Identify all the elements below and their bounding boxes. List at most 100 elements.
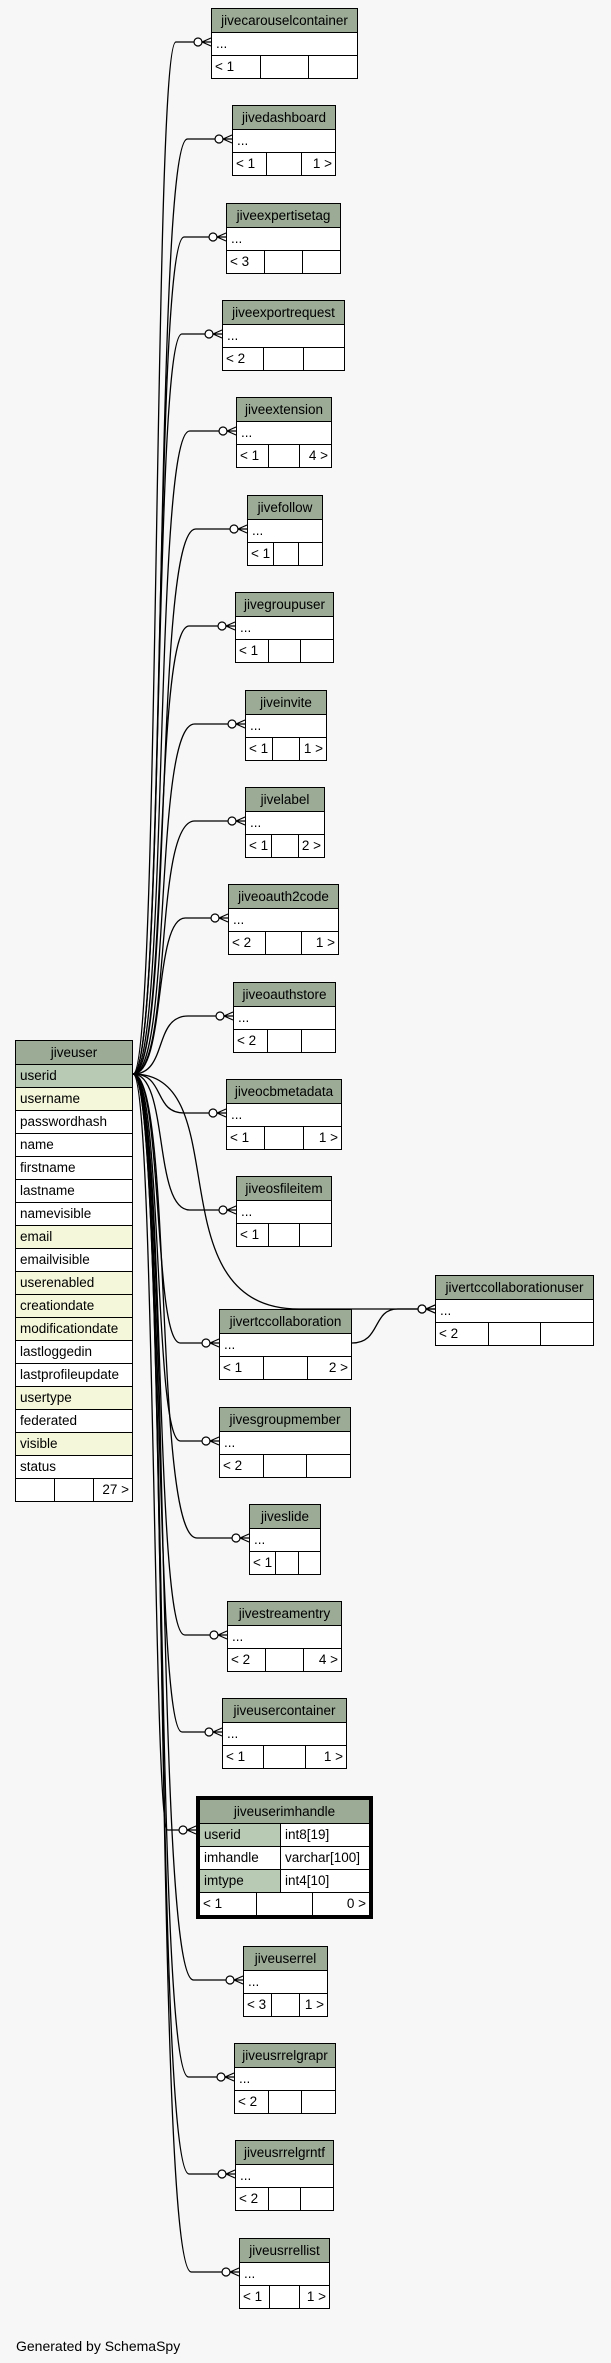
table-jiveextension[interactable]: jiveextension ... < 1 4 > [236,397,332,468]
rows-count [264,1746,306,1768]
rows-count [276,1552,299,1574]
optional-marker-jiveexportrequest [204,329,214,339]
table-jiveexpertisetag[interactable]: jiveexpertisetag ... < 3 [226,203,341,274]
relationship-line-jivelabel [132,820,235,1075]
column-lastprofileupdate: lastprofileupdate [16,1364,132,1387]
relationship-line-jivesgroupmember [132,1073,209,1442]
children-count: 1 > [303,741,323,756]
columns-ellipsis: ... [229,909,338,932]
children-count: 4 > [308,448,329,463]
table-jivelabel[interactable]: jivelabel ... < 1 2 > [245,787,325,858]
table-jiveslide[interactable]: jiveslide ... < 1 [249,1504,321,1575]
table-footer: 27 > [16,1479,132,1501]
table-jivedashboard[interactable]: jivedashboard ... < 1 1 > [232,105,336,176]
table-footer: < 2 [234,1030,335,1052]
table-jiveuserrel[interactable]: jiveuserrel ... < 3 1 > [243,1946,328,2017]
table-jivertccollaboration[interactable]: jivertccollaboration ... < 1 2 > [219,1309,352,1380]
columns-ellipsis: ... [228,1626,341,1649]
table-header: jivertccollaboration [220,1310,351,1334]
rows-count [269,640,302,662]
table-header: jiveextension [237,398,331,422]
relationship-line-jiveoauth2code [132,917,218,1075]
rows-count [270,2286,300,2308]
table-jivecarouselcontainer[interactable]: jivecarouselcontainer ... < 1 [211,8,358,79]
rows-count [489,1323,542,1345]
optional-marker-jivefollow [229,524,239,534]
columns-ellipsis: ... [240,2263,329,2286]
rows-count [272,1994,300,2016]
crowfoot-marker-jiveusrrellist [229,2267,240,2277]
table-header: jivedashboard [233,106,335,130]
rows-count [269,2091,303,2113]
parents-count: < 1 [246,738,273,760]
column-username: username [16,1088,132,1111]
table-footer: < 2 1 > [229,932,338,954]
crowfoot-marker-jivecarouselcontainer [201,37,212,47]
children-count [302,2091,335,2113]
column-namevisible: namevisible [16,1203,132,1226]
column-name: name [16,1134,132,1157]
table-header: jiveosfileitem [237,1177,331,1201]
relationship-line-jiveinvite [132,723,235,1075]
table-jiveusrrellist[interactable]: jiveusrrellist ... < 1 1 > [239,2238,330,2309]
crowfoot-marker-jivesgroupmember [209,1436,220,1446]
children-count: 1 > [304,1997,324,2012]
table-footer: < 1 2 > [246,835,324,857]
relationship-line-jiveusrrellist [132,1073,229,2273]
column-creationdate: creationdate [16,1295,132,1318]
table-jivestreamentry[interactable]: jivestreamentry ... < 2 4 > [227,1601,342,1672]
crowfoot-marker-jiveslide [239,1533,250,1543]
table-header: jivefollow [248,496,322,520]
table-jiveusrrelgrntf[interactable]: jiveusrrelgrntf ... < 2 [235,2140,334,2211]
crowfoot-marker-jiveusrrelgrapr [224,2072,235,2082]
table-header: jiveocbmetadata [227,1080,341,1104]
columns-ellipsis: ... [227,1104,341,1127]
columns-ellipsis: ... [235,2068,335,2091]
parents-count: < 2 [436,1323,489,1345]
table-jivegroupuser[interactable]: jivegroupuser ... < 1 [235,592,334,663]
parents-count: < 1 [223,1746,265,1768]
table-jiveosfileitem[interactable]: jiveosfileitem ... < 1 [236,1176,332,1247]
relationship-line-jiveexpertisetag [132,236,216,1075]
columns-ellipsis: ... [233,130,335,153]
table-jiveoauthstore[interactable]: jiveoauthstore ... < 2 [233,982,336,1053]
table-jivefollow[interactable]: jivefollow ... < 1 [247,495,323,566]
table-header: jiveusrrelgrapr [235,2044,335,2068]
table-footer: < 1 2 > [220,1357,351,1379]
columns-ellipsis: ... [236,2165,333,2188]
rows-count [264,1455,308,1477]
crowfoot-marker-jivertccollaboration-to-user [425,1304,436,1314]
table-header: jiveuser [16,1041,132,1065]
crowfoot-marker-jiveexpertisetag [216,232,227,242]
table-jiveocbmetadata[interactable]: jiveocbmetadata ... < 1 1 > [226,1079,342,1150]
table-jiveuser[interactable]: jiveuser userid username passwordhash na… [15,1040,133,1502]
parents-count: < 3 [244,1994,272,2016]
children-count [301,2188,333,2210]
columns-ellipsis: ... [220,1432,350,1455]
columns-ellipsis: ... [220,1334,351,1357]
table-header: jivegroupuser [236,593,333,617]
table-footer: < 1 1 > [240,2286,329,2308]
relationship-line-jiveuserimhandle [132,1073,186,1831]
relationship-line-jiveoauthstore [132,1015,223,1075]
optional-marker-jiveslide [231,1533,241,1543]
columns-ellipsis: ... [237,422,331,445]
table-jiveinvite[interactable]: jiveinvite ... < 1 1 > [245,690,327,761]
table-header: jiveslide [250,1505,320,1529]
parents-count: < 3 [227,251,265,273]
table-jiveusrrelgrapr[interactable]: jiveusrrelgrapr ... < 2 [234,2043,336,2114]
rows-count [266,932,303,954]
column-userid: userid int8[19] [200,1824,369,1847]
column-federated: federated [16,1410,132,1433]
table-jivertccollaborationuser[interactable]: jivertccollaborationuser ... < 2 [435,1275,594,1346]
optional-marker-jiveuserimhandle [178,1825,188,1835]
table-jiveusercontainer[interactable]: jiveusercontainer ... < 1 1 > [222,1698,347,1769]
table-jiveoauth2code[interactable]: jiveoauth2code ... < 2 1 > [228,884,339,955]
table-jivesgroupmember[interactable]: jivesgroupmember ... < 2 [219,1407,351,1478]
table-jiveuserimhandle[interactable]: jiveuserimhandle userid int8[19] imhandl… [196,1796,373,1919]
table-jiveexportrequest[interactable]: jiveexportrequest ... < 2 [222,300,345,371]
optional-marker-jivesgroupmember [201,1436,211,1446]
crowfoot-marker-jivegroupuser [225,621,236,631]
parents-count: < 2 [235,2091,269,2113]
children-count [304,348,344,370]
